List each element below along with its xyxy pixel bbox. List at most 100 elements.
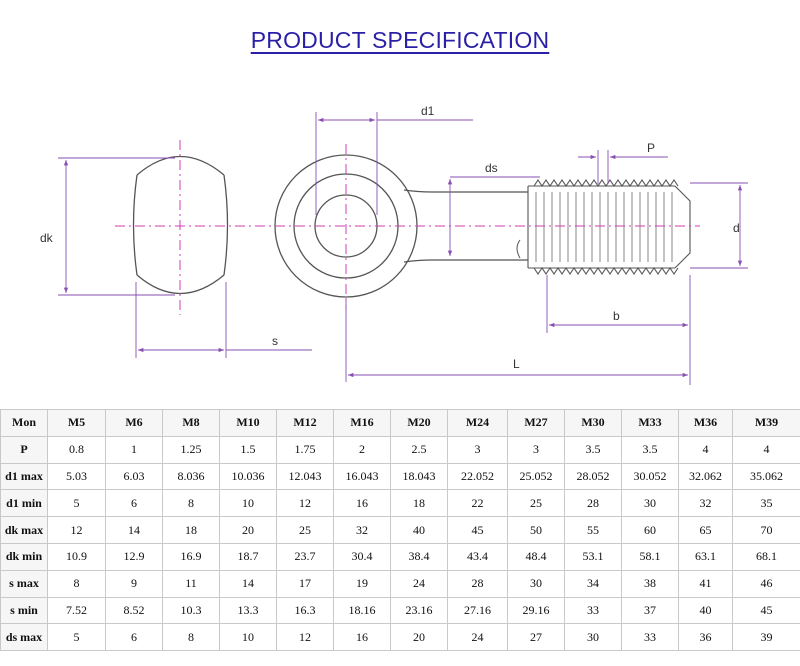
dimension-lines [58,112,748,385]
table-cell: 48.4 [507,542,565,571]
table-cell: 4 [678,435,733,464]
table-cell: 1.25 [162,435,220,464]
table-cell: 16 [333,623,391,652]
table-cell: 34 [564,569,622,598]
table-cell: 68.1 [732,542,800,571]
table-cell: 8.036 [162,462,220,491]
table-cell: 23.7 [276,542,334,571]
table-cell: 28 [564,489,622,518]
header-cell-size: M5 [47,409,106,437]
table-cell: 1.75 [276,435,334,464]
table-cell: 32 [678,489,733,518]
table-cell: 58.1 [621,542,679,571]
header-cell-size: M33 [621,409,679,437]
table-cell: 7.52 [47,596,106,625]
table-cell: 14 [219,569,277,598]
label-b: b [613,309,620,323]
eye-bolt-technical-drawing: d1 ds P dk d b s L [40,104,748,385]
table-cell: 25 [507,489,565,518]
table-cell: 40 [390,516,448,544]
table-cell: 12 [47,516,106,544]
table-cell: 1.5 [219,435,277,464]
table-cell: 27 [507,623,565,652]
header-cell-size: M12 [276,409,334,437]
row-label: ds max [0,623,48,652]
table-cell: 27.16 [447,596,508,625]
page-title: PRODUCT SPECIFICATION [250,27,550,53]
table-cell: 2 [333,435,391,464]
table-cell: 9 [105,569,163,598]
table-cell: 16.3 [276,596,334,625]
table-cell: 16.043 [333,462,391,491]
table-cell: 60 [621,516,679,544]
table-cell: 30.4 [333,542,391,571]
table-cell: 17 [276,569,334,598]
dimension-labels: d1 ds P dk d b s L [40,104,740,371]
table-cell: 38 [621,569,679,598]
table-cell: 10.3 [162,596,220,625]
table-cell: 24 [447,623,508,652]
label-p: P [647,141,655,155]
table-cell: 45 [732,596,800,625]
table-cell: 6 [105,489,163,518]
table-cell: 6.03 [105,462,163,491]
threaded-shank [516,179,691,275]
table-cell: 53.1 [564,542,622,571]
table-cell: 32 [333,516,391,544]
table-cell: 29.16 [507,596,565,625]
table-cell: 8 [162,489,220,518]
table-cell: 28 [447,569,508,598]
table-cell: 5.03 [47,462,106,491]
table-cell: 3 [447,435,508,464]
table-cell: 43.4 [447,542,508,571]
label-ds: ds [485,161,498,175]
table-cell: 14 [105,516,163,544]
table-cell: 3.5 [621,435,679,464]
table-cell: 12 [276,623,334,652]
table-cell: 1 [105,435,163,464]
table-cell: 8 [47,569,106,598]
table-cell: 0.8 [47,435,106,464]
table-cell: 10 [219,623,277,652]
table-cell: 23.16 [390,596,448,625]
table-cell: 55 [564,516,622,544]
table-cell: 10 [219,489,277,518]
table-cell: 70 [732,516,800,544]
header-cell-size: M16 [333,409,391,437]
table-cell: 11 [162,569,220,598]
table-cell: 25.052 [507,462,565,491]
table-cell: 36 [678,623,733,652]
table-cell: 20 [219,516,277,544]
table-cell: 10.036 [219,462,277,491]
label-d: d [733,221,740,235]
table-cell: 16 [333,489,391,518]
table-cell: 22.052 [447,462,508,491]
table-cell: 18 [162,516,220,544]
label-d1: d1 [421,104,435,118]
table-cell: 12 [276,489,334,518]
table-cell: 33 [621,623,679,652]
header-cell-size: M27 [507,409,565,437]
centerlines [115,140,700,315]
table-cell: 6 [105,623,163,652]
row-label: d1 max [0,462,48,491]
table-cell: 41 [678,569,733,598]
side-view [132,156,229,294]
header-cell-size: M24 [447,409,508,437]
table-cell: 12.9 [105,542,163,571]
table-cell: 18 [390,489,448,518]
table-cell: 30.052 [621,462,679,491]
header-cell-size: M39 [732,409,800,437]
row-label: dk max [0,516,48,544]
table-cell: 35.062 [732,462,800,491]
table-cell: 28.052 [564,462,622,491]
table-cell: 18.7 [219,542,277,571]
